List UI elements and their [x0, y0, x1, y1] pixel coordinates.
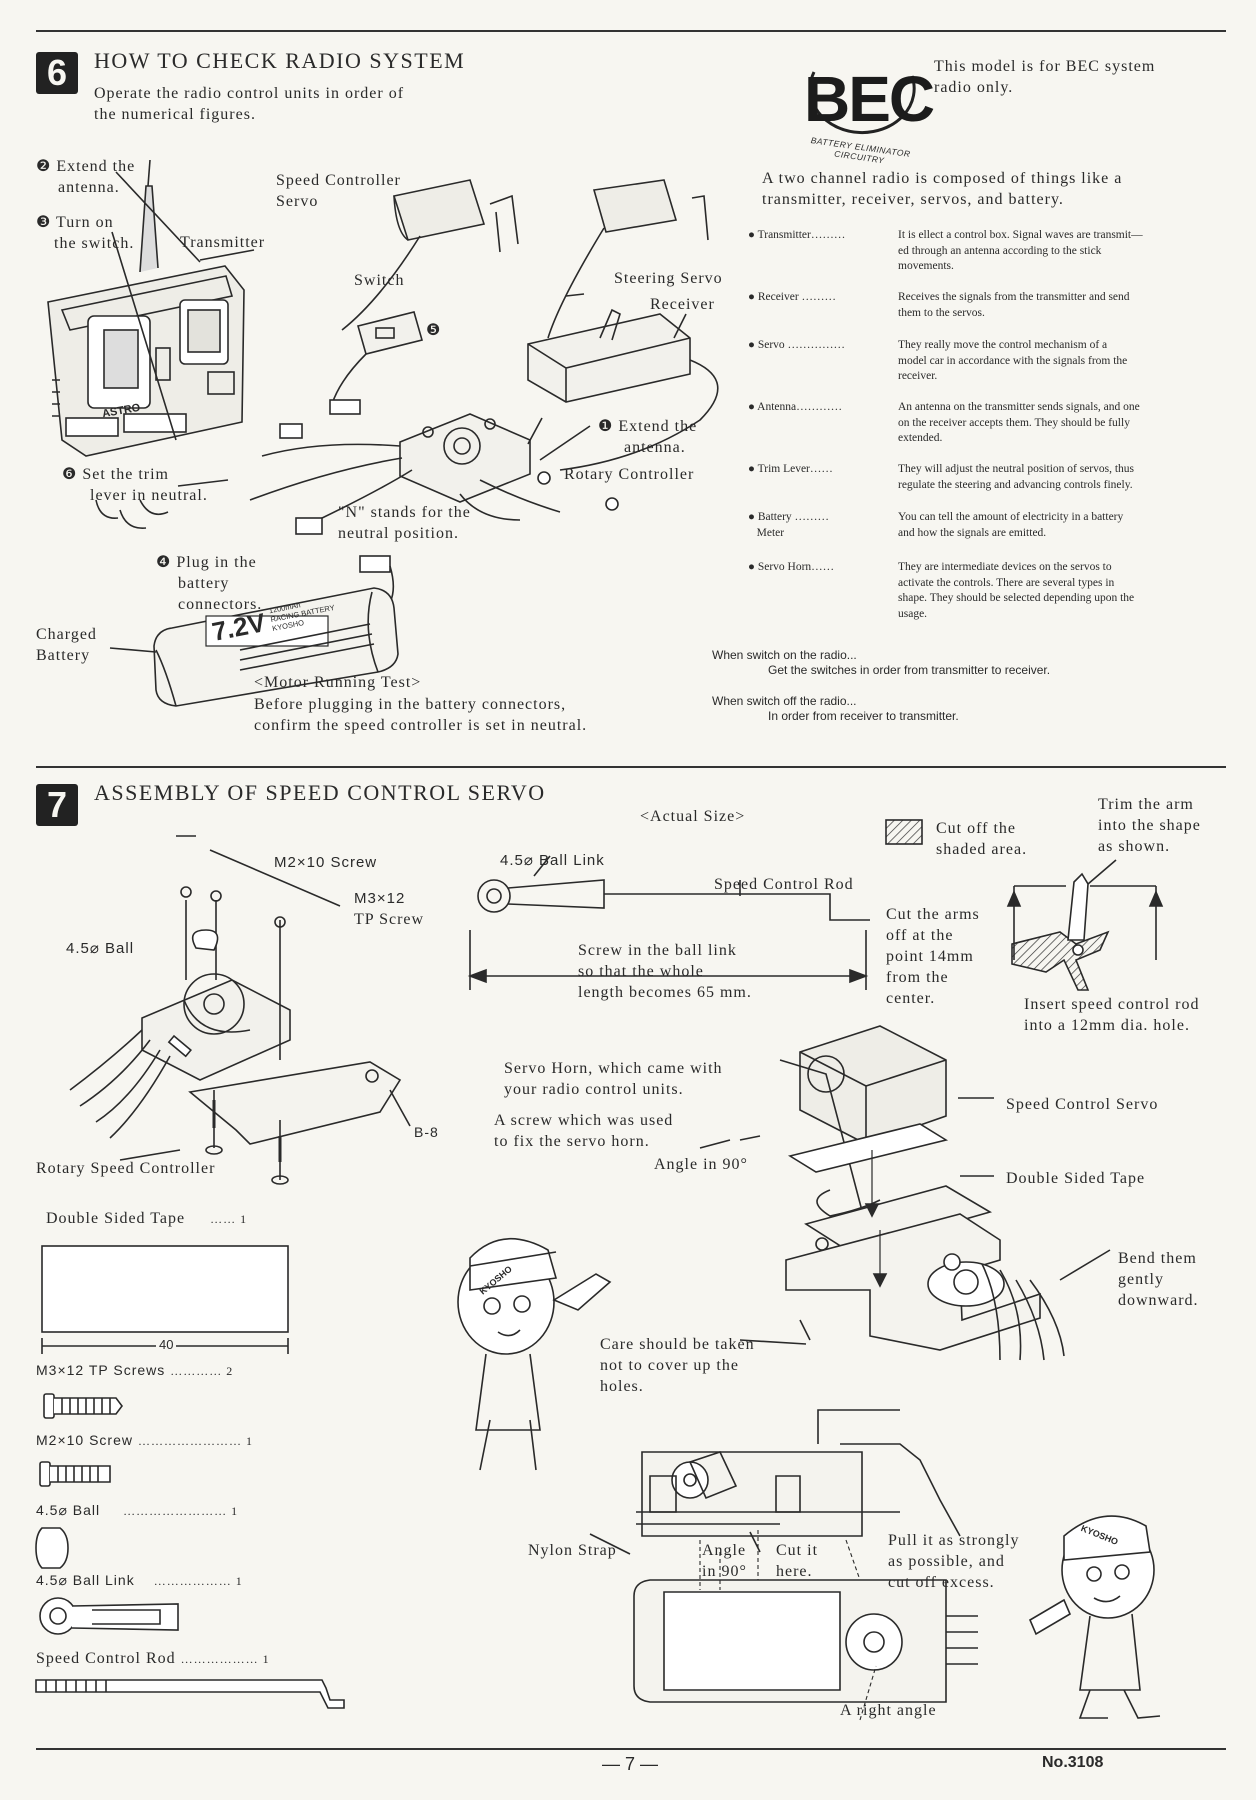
top-rule — [36, 30, 1226, 32]
bottom-rule — [36, 1748, 1226, 1750]
label-transmitter: Transmitter — [180, 234, 266, 251]
component-antenna: ● Antenna………… An antenna on the transmit… — [748, 401, 1140, 444]
switch-off-note: When switch off the radio...In order fro… — [712, 694, 959, 723]
label-speed-control-servo: Speed Control Servo — [1006, 1096, 1159, 1113]
label-steering-servo: Steering Servo — [614, 270, 723, 287]
part-m2-screw: M2×10 Screw …………………… 1 — [36, 1432, 253, 1448]
label-right-angle: A right angle — [840, 1702, 937, 1719]
component-servo-horn: ● Servo Horn…… They are intermediate dev… — [748, 561, 1135, 620]
label-nylon-strap: Nylon Strap — [528, 1542, 617, 1559]
label-rotary-speed-controller: Rotary Speed Controller — [36, 1160, 216, 1177]
part-ball-link: 4.5⌀ Ball Link ……………… 1 — [36, 1572, 243, 1588]
motor-test-text: Before plugging in the battery connector… — [254, 696, 588, 734]
label-speed-control-rod-size: Speed Control Rod — [714, 876, 854, 893]
part-ball: 4.5⌀ Ball …………………… 1 — [36, 1502, 239, 1518]
document-code: No.3108 — [1042, 1754, 1104, 1771]
section6-number: 6 — [36, 52, 78, 94]
radio-composition-text: A two channel radio is composed of thing… — [762, 170, 1123, 208]
label-m2-screw: M2×10 Screw — [274, 854, 378, 871]
part-double-sided-tape: Double Sided Tape …… 1 — [46, 1210, 248, 1227]
component-trim-lever: ● Trim Lever…… They will adjust the neut… — [748, 463, 1135, 491]
component-battery-meter: ● Battery ……… Meter You can tell the amo… — [748, 511, 1124, 539]
component-servo: ● Servo …………… They really move the contr… — [748, 339, 1128, 382]
part-m3-tp-screws: M3×12 TP Screws ………… 2 — [36, 1362, 234, 1378]
section7-number: 7 — [36, 784, 78, 826]
label-step5: ❺ — [426, 322, 442, 339]
bec-logo-text: BEC — [804, 63, 935, 135]
label-angle-90: Angle in 90° — [654, 1156, 748, 1173]
label-receiver: Receiver — [650, 296, 715, 313]
component-receiver: ● Receiver ……… Receives the signals from… — [748, 291, 1130, 319]
label-double-sided-tape-assembly: Double Sided Tape — [1006, 1170, 1146, 1187]
section6-title: HOW TO CHECK RADIO SYSTEM — [94, 48, 466, 73]
bec-logo: BEC BATTERY ELIMINATOR CIRCUITRY — [784, 56, 935, 166]
motor-test-title: <Motor Running Test> — [254, 674, 422, 691]
page-number: — 7 — — [602, 1754, 659, 1774]
label-rotary-controller: Rotary Controller — [564, 466, 695, 483]
switch-on-note: When switch on the radio...Get the switc… — [712, 648, 1051, 677]
tape-dimension: 40 — [156, 1337, 177, 1352]
section7-title: ASSEMBLY OF SPEED CONTROL SERVO — [94, 780, 546, 805]
part-speed-control-rod: Speed Control Rod ……………… 1 — [36, 1650, 270, 1667]
label-ball: 4.5⌀ Ball — [66, 940, 135, 957]
label-ball-link: 4.5⌀ Ball Link — [500, 852, 605, 869]
actual-size-label: <Actual Size> — [640, 808, 746, 825]
label-switch: Switch — [354, 272, 405, 289]
section6-intro: Operate the radio control units in order… — [94, 85, 405, 123]
component-transmitter: ● Transmitter……… It is ellect a control … — [748, 229, 1143, 272]
section-divider — [36, 766, 1226, 768]
label-b8: B-8 — [414, 1124, 439, 1140]
